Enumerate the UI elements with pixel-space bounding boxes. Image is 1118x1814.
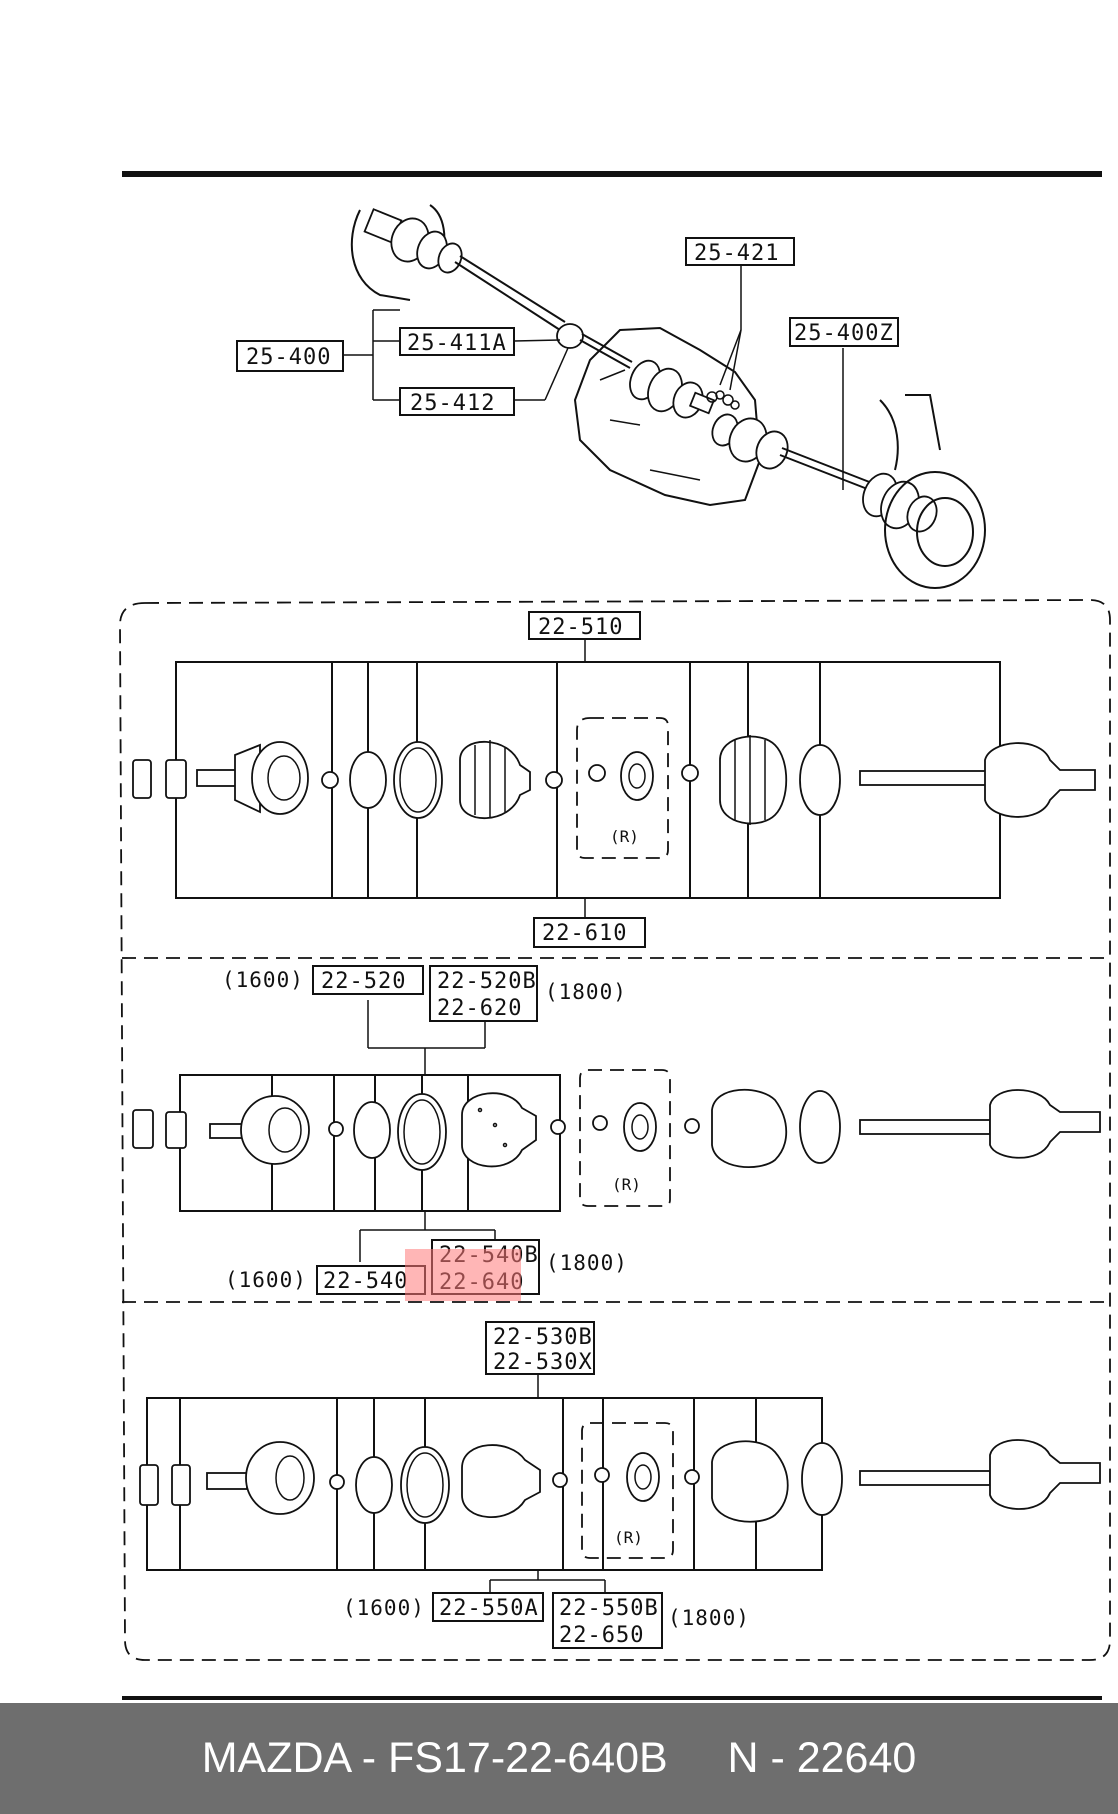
parts-diagram: 25-400 25-411A 25-412 25-421 25-400Z (119, 171, 1111, 1700)
reluctor-note-1: (R) (610, 827, 639, 846)
section-2: (R) (1600) 22-520 22-520B 22-620 (1800) … (132, 965, 1101, 1301)
label-box-25-412 (399, 387, 515, 416)
label-box-25-400z (789, 317, 899, 347)
label-box-22-530b (485, 1321, 595, 1375)
label-22-520b: 22-520B (437, 969, 537, 994)
label-22-540: 22-540 (323, 1269, 408, 1294)
label-22-550a: 22-550A (439, 1596, 539, 1621)
label-box-25-421 (685, 237, 795, 266)
label-25-412: 25-412 (410, 391, 495, 416)
reluctor-note-2: (R) (612, 1175, 641, 1194)
part-number-caption: MAZDA - FS17-22-640B N - 22640 (201, 1734, 917, 1782)
overview-illustration (350, 204, 986, 589)
note-1800-b: (1800) (546, 1251, 628, 1275)
label-22-520: 22-520 (321, 969, 406, 994)
variants-boundary (119, 599, 1111, 1661)
bottom-rule (122, 1696, 1102, 1700)
note-1600-a: (1600) (222, 968, 304, 992)
label-25-400: 25-400 (246, 345, 331, 370)
label-box-22-550a (432, 1592, 544, 1622)
label-box-22-510 (528, 611, 641, 640)
section-3: (R) 22-530B 22-530X (1600) 22-550A 22-55… (139, 1321, 1101, 1649)
highlighted-part-22-640[interactable] (405, 1249, 521, 1301)
label-25-421: 25-421 (694, 241, 779, 266)
label-22-510: 22-510 (538, 615, 623, 640)
note-1800-c: (1800) (668, 1606, 750, 1630)
note-1600-c: (1600) (343, 1596, 425, 1620)
label-22-620: 22-620 (437, 996, 522, 1021)
top-rule (122, 171, 1102, 177)
note-1800-a: (1800) (545, 980, 627, 1004)
label-22-550b: 22-550B (559, 1596, 659, 1621)
label-22-610: 22-610 (542, 921, 627, 946)
overview-leaders (343, 264, 844, 490)
label-25-400z: 25-400Z (794, 321, 894, 346)
label-22-530x: 22-530X (493, 1350, 593, 1375)
label-box-22-520 (312, 965, 424, 995)
label-25-411a: 25-411A (407, 331, 507, 356)
section-1: (R) 22-510 22-610 (132, 611, 1096, 948)
label-box-22-520b (429, 965, 538, 1022)
label-box-22-610 (533, 917, 646, 948)
label-box-22-550b (552, 1592, 663, 1649)
note-1600-b: (1600) (225, 1268, 307, 1292)
reluctor-note-3: (R) (614, 1528, 643, 1547)
label-22-530b: 22-530B (493, 1325, 593, 1350)
label-22-650: 22-650 (559, 1623, 644, 1648)
footer-bar: MAZDA - FS17-22-640B N - 22640 (0, 1703, 1118, 1814)
label-box-25-400 (236, 340, 344, 372)
label-box-25-411a (399, 327, 515, 356)
overview-labels: 25-400 25-411A 25-412 25-421 25-400Z (236, 237, 899, 416)
